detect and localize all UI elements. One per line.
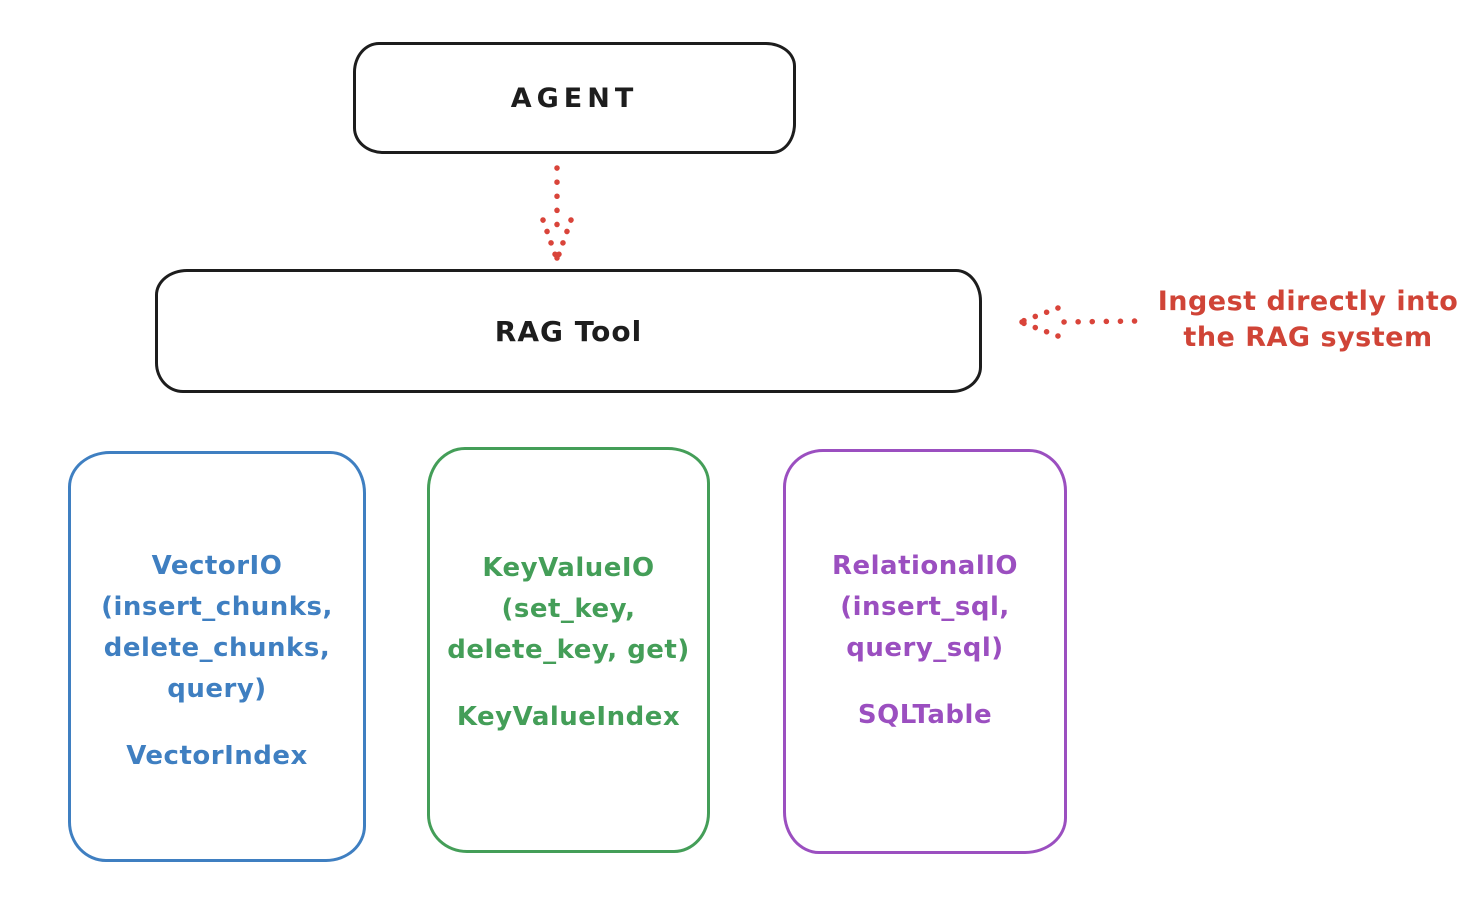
rag-tool-box: RAG Tool [155, 269, 982, 393]
keyvalue-index-label: KeyValueIndex [456, 702, 681, 732]
ingest-annotation: Ingest directly into the RAG system [1138, 284, 1478, 356]
vector-index-label: VectorIndex [126, 741, 308, 771]
vector-io-methods: VectorIO (insert_chunks, delete_chunks, … [101, 546, 333, 710]
keyvalue-io-box: KeyValueIO (set_key, delete_key, get) Ke… [427, 447, 710, 853]
backend-title: KeyValueIO [482, 553, 655, 583]
keyvalue-io-methods: KeyValueIO (set_key, delete_key, get) [447, 548, 690, 671]
backend-title: VectorIO [151, 551, 283, 581]
backend-title: RelationalIO [831, 551, 1019, 581]
backend-method-line: (insert_sql, [840, 592, 1010, 622]
rag-tool-label: RAG Tool [494, 314, 643, 348]
vector-io-box: VectorIO (insert_chunks, delete_chunks, … [68, 451, 366, 862]
backend-method-line: delete_chunks, [103, 633, 331, 663]
ingest-annotation-line1: Ingest directly into [1157, 286, 1459, 317]
backend-method-line: delete_key, get) [447, 635, 690, 665]
sql-table-label: SQLTable [857, 700, 993, 730]
agent-box: AGENT [353, 42, 796, 154]
relational-io-methods: RelationalIO (insert_sql, query_sql) [832, 546, 1018, 669]
backend-method-line: query) [167, 674, 267, 704]
left-arrow-icon [1019, 305, 1141, 339]
down-arrow-icon [540, 165, 574, 261]
agent-label: AGENT [510, 82, 639, 114]
ingest-annotation-line2: the RAG system [1183, 322, 1433, 353]
backend-method-line: (insert_chunks, [101, 592, 333, 622]
backend-method-line: query_sql) [846, 633, 1004, 663]
backend-method-line: (set_key, [501, 594, 636, 624]
relational-io-box: RelationalIO (insert_sql, query_sql) SQL… [783, 449, 1067, 854]
